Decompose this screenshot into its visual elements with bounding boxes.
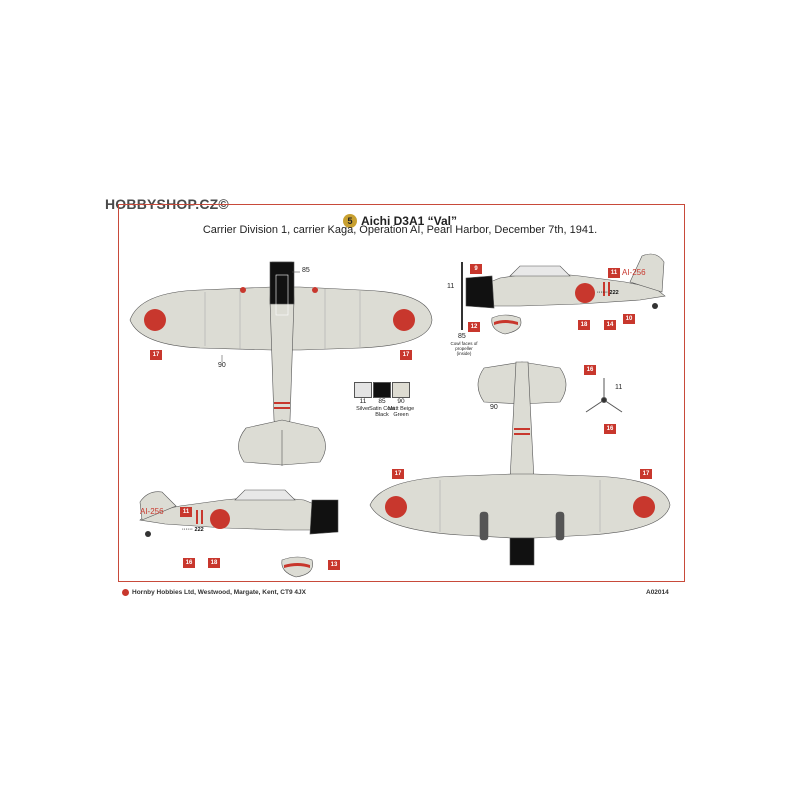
footer-code: A02014: [646, 589, 669, 596]
paint-swatch-black: [373, 382, 391, 398]
serial-right: ······ 222: [597, 290, 619, 296]
tail-code-left: AI-256: [140, 507, 164, 516]
callout-17: 17: [640, 469, 652, 479]
paint-number: 11: [359, 398, 367, 405]
hinomaru-left-wing-bottom: [385, 496, 407, 518]
callout-11: 11: [180, 507, 192, 517]
footer-address: Hornby Hobbies Ltd, Westwood, Margate, K…: [122, 589, 306, 596]
callout-11: 11: [608, 268, 620, 278]
bottom-view-wings: [369, 473, 671, 539]
page-subtitle: Carrier Division 1, carrier Kaga, Operat…: [202, 224, 598, 236]
callout-17: 17: [392, 469, 404, 479]
tail-code-right: AI-256: [622, 268, 646, 277]
label-90: 90: [490, 404, 498, 411]
callout-18: 18: [578, 320, 590, 330]
top-view: [129, 261, 433, 466]
paint-name: Silver: [356, 406, 370, 412]
serial-left: ······ 222: [182, 527, 204, 533]
callout-16: 16: [604, 424, 616, 434]
top-view-cowling: [269, 261, 295, 305]
callout-10: 10: [623, 314, 635, 324]
scheme-number-badge: 5: [342, 213, 357, 228]
paint-number: 90: [397, 398, 405, 405]
hinomaru-right-wing-top: [393, 309, 415, 331]
label-11: 11: [447, 283, 455, 290]
paint-swatch-silver: [354, 382, 372, 398]
label-85: 85: [458, 333, 466, 340]
page-title: Aichi D3A1 “Val”: [360, 213, 458, 228]
callout-9: 9: [470, 264, 482, 274]
paint-swatch-beige-green: [392, 382, 410, 398]
callout-17: 17: [150, 350, 162, 360]
callout-14: 14: [604, 320, 616, 330]
label-11: 11: [615, 384, 623, 391]
callout-16: 16: [584, 365, 596, 375]
hinomaru-fuselage-left: [210, 509, 230, 529]
bottom-view: [369, 361, 671, 566]
callout-18: 18: [208, 558, 220, 568]
paint-name: Matt Beige Green: [387, 406, 415, 418]
instruction-sheet-border: [118, 204, 685, 582]
propeller-detail: [585, 378, 623, 413]
side-view-right-wheel-pant: [491, 314, 522, 335]
hinomaru-left-wing-top: [144, 309, 166, 331]
label-85: 85: [302, 267, 310, 274]
hinomaru-fuselage-right: [575, 283, 595, 303]
propeller-note: Cowl faces of propeller (inside): [450, 341, 478, 356]
hinomaru-right-wing-bottom: [633, 496, 655, 518]
paint-name: Satin Coat Black: [369, 406, 395, 418]
label-90: 90: [218, 362, 226, 369]
side-view-left: [139, 489, 339, 578]
callout-13: 13: [328, 560, 340, 570]
paint-number: 85: [378, 398, 386, 405]
callout-16: 16: [183, 558, 195, 568]
side-view-right: [461, 253, 666, 335]
airfix-logo-icon: [122, 589, 129, 596]
callout-12: 12: [468, 322, 480, 332]
callout-17: 17: [400, 350, 412, 360]
